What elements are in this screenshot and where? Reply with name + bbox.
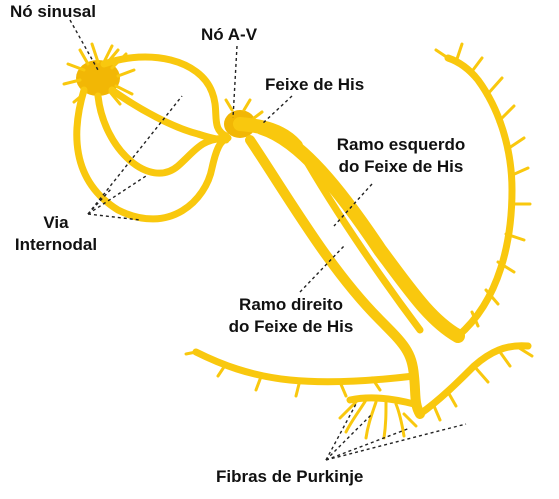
leader-no-av: [232, 45, 238, 119]
label-via-line1: Via: [43, 213, 69, 232]
leader-purkinje-2: [325, 413, 373, 461]
label-no-av: Nó A-V: [201, 25, 258, 44]
leader-purkinje-1: [325, 403, 357, 461]
purkinje-right-wall-spikes: [184, 350, 382, 398]
purkinje-apex-base: [346, 394, 418, 408]
label-no-sinusal: Nó sinusal: [10, 2, 96, 21]
label-feixe-his: Feixe de His: [265, 75, 365, 94]
internodal-pathway-loop: [73, 86, 232, 223]
label-ramo-esquerdo-line1: Ramo esquerdo: [336, 135, 466, 154]
leader-ramo-direito: [299, 245, 345, 293]
left-wall-fibers: [434, 42, 532, 328]
label-ramo-esquerdo: Ramo esquerdo do Feixe de His: [316, 134, 486, 178]
sinus-node: [76, 60, 120, 96]
purkinje-lower-right-spikes: [432, 344, 534, 422]
left-bundle-branch: [255, 121, 465, 343]
leader-purkinje-4: [325, 423, 467, 461]
internodal-pathway-inner: [108, 86, 230, 144]
label-ramo-direito-line2: do Feixe de His: [228, 317, 354, 336]
label-ramo-direito: Ramo direito do Feixe de His: [206, 294, 376, 338]
label-fibras-purkinje: Fibras de Purkinje: [216, 467, 364, 486]
leader-purkinje-3: [325, 427, 411, 461]
purkinje-lower-right: [416, 342, 532, 418]
leader-via-internodal-4: [87, 213, 141, 221]
av-node-spikes: [224, 98, 264, 120]
right-bundle-branch: [245, 135, 425, 419]
label-ramo-esquerdo-line2: do Feixe de His: [338, 157, 464, 176]
left-ventricle-wall: [444, 54, 516, 340]
purkinje-apex: [338, 398, 418, 440]
leader-via-internodal-1: [87, 95, 183, 215]
label-via-internodal: Via Internodal: [6, 212, 106, 256]
internodal-pathway-middle: [94, 92, 228, 177]
leader-feixe-his: [261, 95, 293, 125]
label-ramo-direito-line1: Ramo direito: [239, 295, 343, 314]
label-via-line2: Internodal: [14, 235, 98, 254]
purkinje-right-wall: [192, 348, 418, 386]
internodal-pathway-outer: [100, 53, 230, 140]
septal-connection: [296, 146, 424, 334]
